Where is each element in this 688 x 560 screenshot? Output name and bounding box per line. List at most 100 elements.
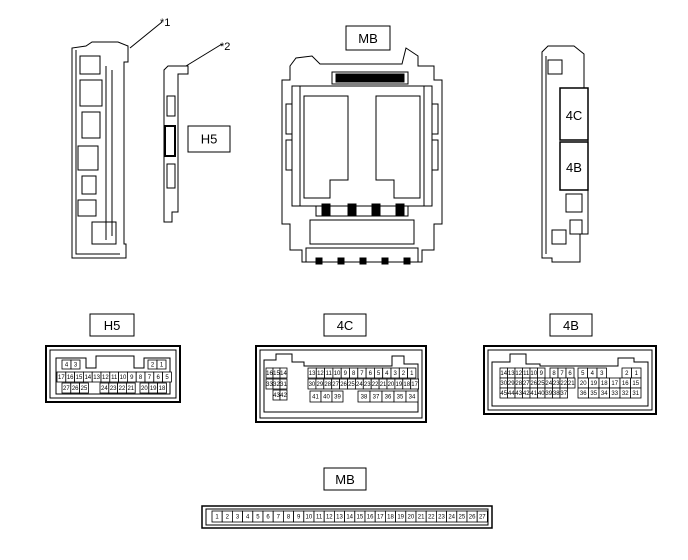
pin-label: 24 xyxy=(356,382,363,388)
pin-label: 40 xyxy=(323,395,330,401)
pin-label: 2 xyxy=(151,363,155,369)
pin-label: 8 xyxy=(352,371,356,377)
pin-cell xyxy=(410,378,420,390)
pin-label: 35 xyxy=(397,395,404,401)
pin-label: 4 xyxy=(246,515,250,521)
pin-label: 43 xyxy=(273,393,280,399)
pin-label: 10 xyxy=(120,375,127,381)
pin-cell xyxy=(279,378,288,390)
pin-label: 6 xyxy=(157,375,161,381)
pin-label: 36 xyxy=(385,395,392,401)
pin-label: 40 xyxy=(538,391,545,397)
pin-label: 12 xyxy=(326,515,333,521)
pin-label: 27 xyxy=(479,515,486,521)
pin-label: 41 xyxy=(530,391,537,397)
pin-label: 42 xyxy=(523,391,530,397)
pin-label: 23 xyxy=(110,386,117,392)
pin-label: 11 xyxy=(111,375,118,381)
pin-label: 2 xyxy=(625,371,629,377)
pin-label: 17 xyxy=(58,375,65,381)
pin-label: 24 xyxy=(545,381,552,387)
pin-label: 37 xyxy=(560,391,567,397)
pin-label: 3 xyxy=(236,515,240,521)
pin-label: 26 xyxy=(469,515,476,521)
label-box-mb-conn: MB xyxy=(323,467,367,491)
pin-label: 11 xyxy=(316,515,323,521)
pin-label: 16 xyxy=(622,381,629,387)
pin-label: 31 xyxy=(632,391,639,397)
pin-cell xyxy=(559,387,568,399)
pin-label: 10 xyxy=(306,515,313,521)
svg-text:4B: 4B xyxy=(563,318,579,333)
pin-label: 6 xyxy=(568,371,572,377)
pin-label: 32 xyxy=(273,382,280,388)
pin-label: 10 xyxy=(530,371,537,377)
pin-label: 14 xyxy=(500,371,507,377)
pin-label: 27 xyxy=(523,381,530,387)
pin-label: 25 xyxy=(81,386,88,392)
pin-cell xyxy=(567,377,576,389)
pin-label: 1 xyxy=(410,371,414,377)
pin-cell xyxy=(70,359,81,370)
pin-label: 12 xyxy=(317,371,324,377)
pin-label: 9 xyxy=(297,515,301,521)
svg-text:4C: 4C xyxy=(566,108,583,123)
pin-cell xyxy=(126,382,136,394)
callout-1-leader xyxy=(129,21,163,49)
pin-label: 9 xyxy=(344,371,348,377)
pin-label: 12 xyxy=(515,371,522,377)
pin-label: 45 xyxy=(500,391,507,397)
bracket-view xyxy=(163,65,189,223)
connector-h5 xyxy=(45,345,181,403)
pin-label: 26 xyxy=(340,382,347,388)
pin-label: 22 xyxy=(372,382,379,388)
pin-label: 3 xyxy=(74,363,78,369)
pin-label: 29 xyxy=(317,382,324,388)
pin-cell xyxy=(630,387,642,399)
pin-label: 4 xyxy=(385,371,389,377)
pin-label: 31 xyxy=(280,382,287,388)
pin-label: 8 xyxy=(287,515,291,521)
pin-label: 21 xyxy=(127,386,134,392)
pin-label: 7 xyxy=(560,371,564,377)
pin-label: 25 xyxy=(459,515,466,521)
pin-cell xyxy=(79,382,89,394)
connector-4b xyxy=(483,345,657,415)
pin-label: 28 xyxy=(324,382,331,388)
pin-label: 3 xyxy=(600,371,604,377)
pin-cell xyxy=(331,390,344,403)
pin-label: 38 xyxy=(553,391,560,397)
svg-text:MB: MB xyxy=(335,472,355,487)
svg-text:H5: H5 xyxy=(104,318,121,333)
pin-label: 35 xyxy=(590,391,597,397)
pin-label: 36 xyxy=(580,391,587,397)
pin-label: 6 xyxy=(266,515,270,521)
pin-label: 4 xyxy=(65,363,69,369)
pin-label: 15 xyxy=(76,375,83,381)
pin-cell xyxy=(157,382,167,394)
pin-label: 37 xyxy=(373,395,380,401)
side-view-4c-4b xyxy=(541,45,589,263)
pin-label: 15 xyxy=(273,371,280,377)
pin-label: 21 xyxy=(380,382,387,388)
pin-label: 39 xyxy=(334,395,341,401)
pin-label: 8 xyxy=(552,371,556,377)
pin-label: 16 xyxy=(367,515,374,521)
pin-label: 33 xyxy=(611,391,618,397)
pin-label: 20 xyxy=(408,515,415,521)
pin-label: 22 xyxy=(428,515,435,521)
pin-label: 15 xyxy=(632,381,639,387)
pin-label: 18 xyxy=(387,515,394,521)
pin-label: 20 xyxy=(580,381,587,387)
pin-label: 18 xyxy=(601,381,608,387)
pin-cell xyxy=(156,359,167,370)
pin-cell xyxy=(279,389,288,401)
pin-label: 22 xyxy=(119,386,126,392)
pin-label: 44 xyxy=(508,391,515,397)
pin-label: 24 xyxy=(101,386,108,392)
pin-label: 10 xyxy=(334,371,341,377)
pin-label: 27 xyxy=(332,382,339,388)
pin-label: 18 xyxy=(159,386,166,392)
pin-label: 30 xyxy=(500,381,507,387)
